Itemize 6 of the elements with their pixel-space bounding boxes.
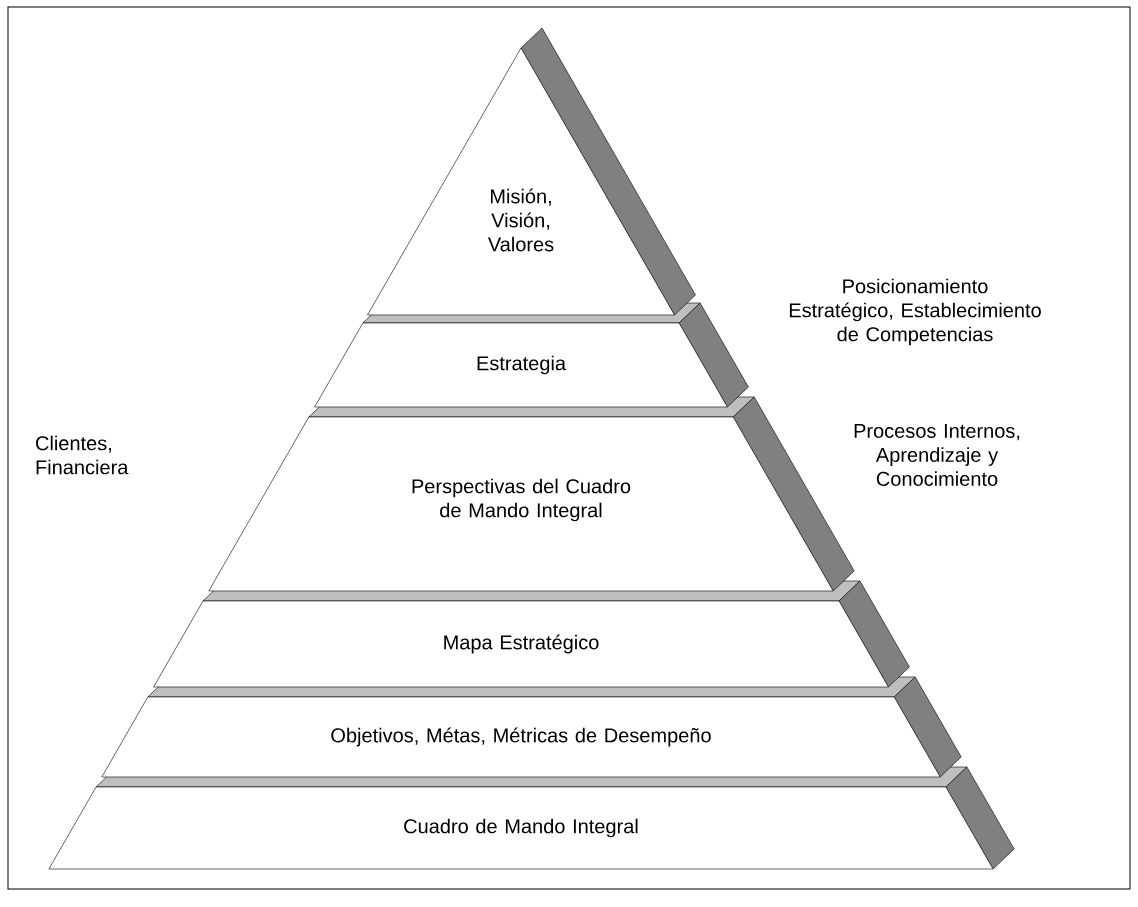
pyramid-layer: Misión, Visión, Valores <box>367 27 696 316</box>
pyramid-layer: Mapa Estratégico <box>153 580 910 688</box>
side-note: Posicionamiento Estratégico, Establecimiento de Competencias <box>789 278 1041 346</box>
side-note: Clientes, Financiera <box>36 435 129 475</box>
pyramid-layer: Perspectivas del Cuadro de Mando Integral <box>208 396 855 592</box>
side-note: Procesos Internos, Aprendizaje y Conocimiento <box>854 424 1020 486</box>
